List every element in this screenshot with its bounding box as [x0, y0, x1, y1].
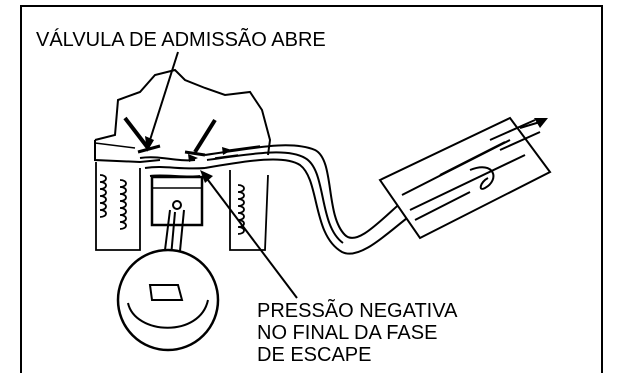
intake-valve-label: VÁLVULA DE ADMISSÃO ABRE — [36, 29, 326, 51]
pressure-leader-arrowhead — [200, 170, 213, 183]
diagram-frame — [20, 5, 603, 373]
intake-leader-arrowhead — [145, 136, 154, 152]
piston — [150, 175, 204, 227]
muffler — [378, 116, 552, 240]
exhaust-pipe — [204, 144, 419, 255]
intake-port — [94, 140, 161, 164]
negative-pressure-line-1: PRESSÃO NEGATIVA — [257, 300, 458, 322]
negative-pressure-line-3: DE ESCAPE — [257, 344, 372, 366]
exhaust-exit-arrow — [519, 118, 548, 129]
negative-pressure-line-2: NO FINAL DA FASE — [257, 322, 438, 344]
negative-pressure-label: PRESSÃO NEGATIVA NO FINAL DA FASE DE ESC… — [257, 300, 457, 366]
pressure-leader-line — [204, 175, 298, 299]
intake-leader-line — [149, 51, 179, 141]
exhaust-valve-stem — [193, 118, 217, 154]
flow-arrows — [188, 147, 232, 162]
exhaust-valve-head — [184, 150, 206, 157]
intake-valve-head — [137, 144, 161, 154]
crankcase — [116, 248, 220, 352]
intake-valve-stem — [123, 116, 150, 150]
cylinder-head — [94, 68, 272, 156]
